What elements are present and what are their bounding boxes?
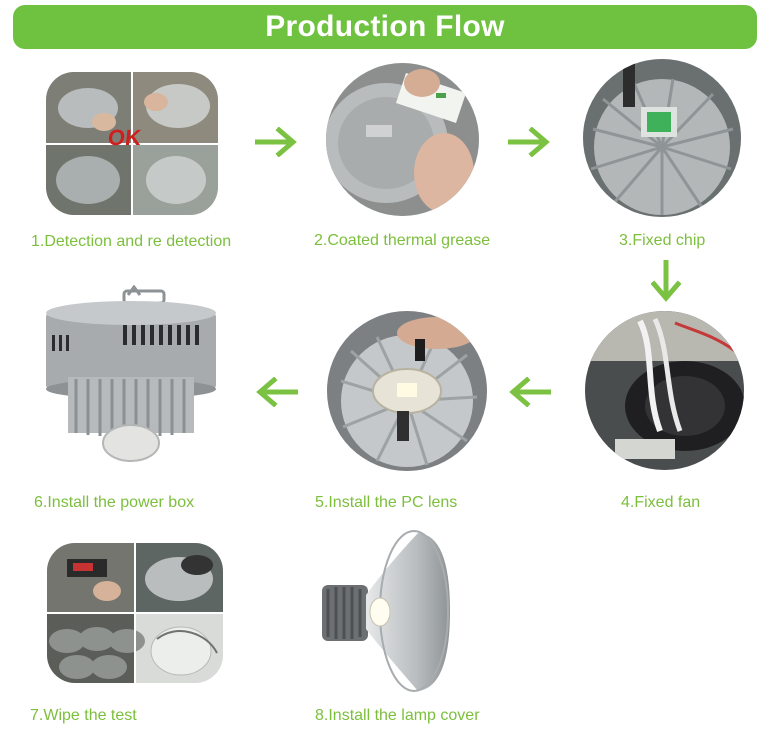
arrow-down-icon: [651, 260, 681, 302]
step-3-caption: 3.Fixed chip: [619, 232, 706, 249]
step-7-caption: 7.Wipe the test: [30, 707, 137, 724]
step-6-photo: [38, 285, 223, 465]
step-4-caption: 4.Fixed fan: [621, 494, 701, 511]
title-banner: Production Flow: [13, 5, 757, 49]
step-3-photo: [583, 59, 741, 217]
page-title: Production Flow: [265, 10, 505, 43]
step-4-photo: [585, 311, 744, 470]
step-1-caption: 1.Detection and re detection: [31, 233, 232, 250]
step-1-photo: [46, 72, 218, 215]
step-5-photo: [327, 311, 487, 471]
arrow-left-icon: [256, 377, 298, 407]
step-8-photo: [318, 525, 453, 697]
step-6-caption: 6.Install the power box: [34, 494, 195, 511]
arrow-right-icon: [255, 127, 297, 157]
step-5-caption: 5.Install the PC lens: [315, 494, 458, 511]
ok-overlay: OK: [107, 125, 143, 151]
step-8-caption: 8.Install the lamp cover: [315, 707, 480, 724]
step-7-photo: [47, 543, 223, 683]
ok-text: OK: [106, 125, 143, 150]
arrow-right-icon: [508, 127, 550, 157]
arrow-left-icon: [509, 377, 551, 407]
step-2-photo: [326, 63, 479, 216]
step-2-caption: 2.Coated thermal grease: [314, 232, 491, 249]
